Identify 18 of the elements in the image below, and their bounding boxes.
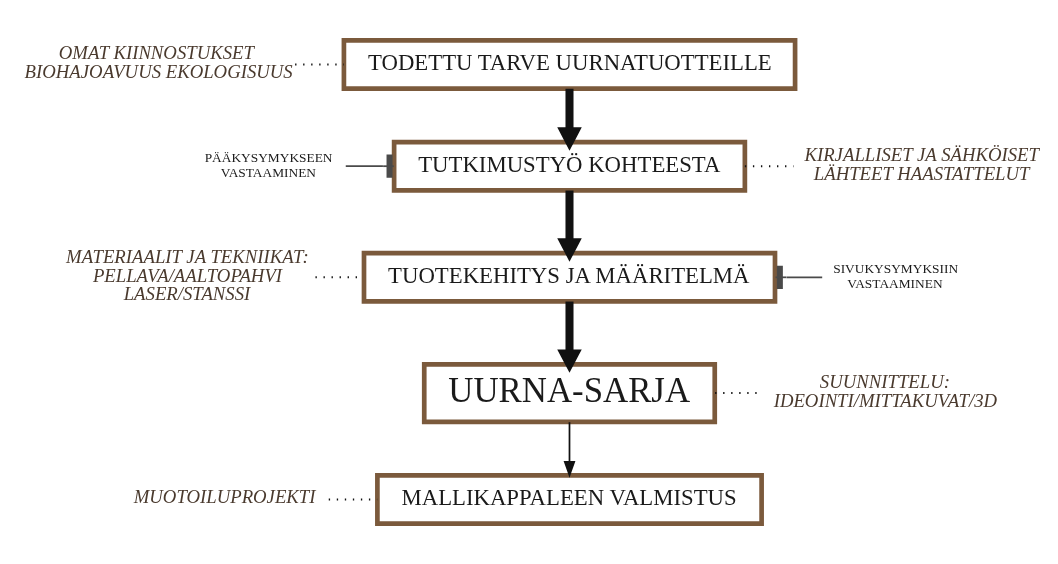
node-text: KIRJALLISET JA SÄHKÖISET LÄHTEET HAASTATTELUT xyxy=(804,144,1039,184)
node-text: SIVUKYSYMYKSIIN VASTAAMINEN xyxy=(833,261,959,292)
node-text: PÄÄKYSYMYKSEEN VASTAAMINEN xyxy=(204,150,333,180)
node-box: TODETTU TARVE UURNATUOTTEILLE xyxy=(341,38,798,91)
node-box: MALLIKAPPALEEN VALMISTUS xyxy=(375,473,764,526)
connector xyxy=(344,154,395,178)
node-text: MUOTOILUPROJEKTI xyxy=(133,486,316,508)
node-text: OMAT KIINNOSTUKSET BIOHAJOAVUUS EKOLOGISUUS xyxy=(24,42,293,83)
node-text: MATERIAALIT JA TEKNIIKAT: PELLAVA/AALTOPAHVI LASER/STANSSI xyxy=(66,245,309,305)
node-box: UURNA-SARJA xyxy=(421,362,718,425)
node-text: SUUNNITTELU: IDEOINTI/MITTAKUVAT/3D xyxy=(773,371,998,411)
arrow xyxy=(557,301,582,373)
node-box: TUOTEKEHITYS JA MÄÄRITELMÄ xyxy=(361,250,778,304)
arrow xyxy=(557,190,582,262)
arrow xyxy=(563,421,576,478)
node-box: TUTKIMUSTYÖ KOHTEESTA xyxy=(391,139,748,193)
connector xyxy=(774,265,824,289)
arrow xyxy=(557,88,582,151)
